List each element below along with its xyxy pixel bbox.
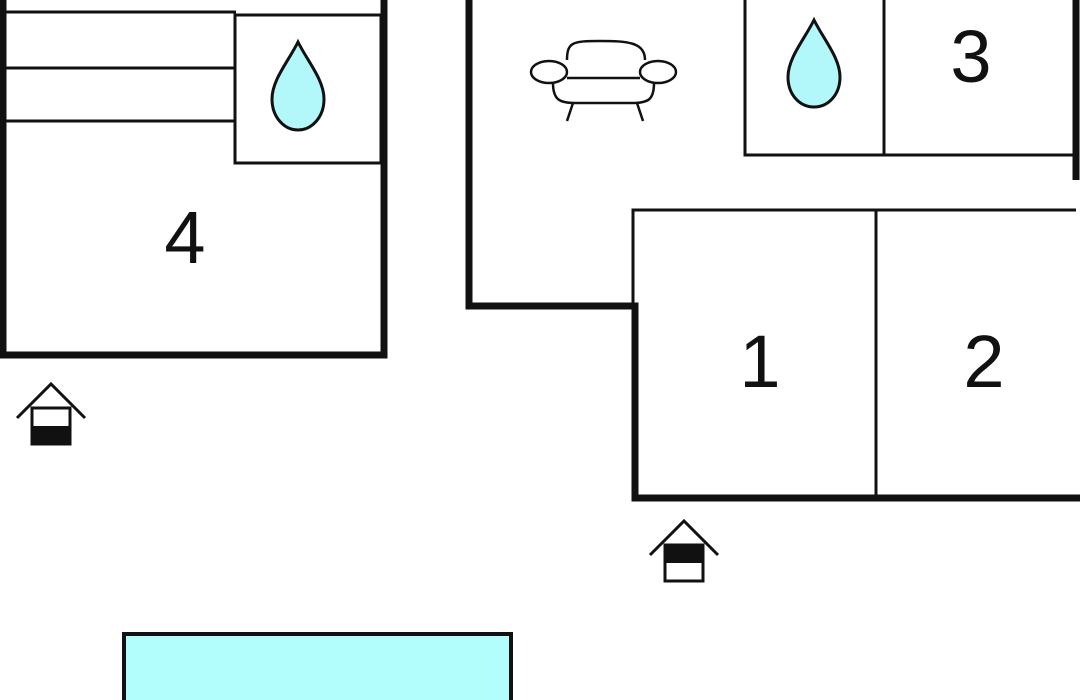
- rooms-1-2-top-wall: [631, 208, 1076, 306]
- house-entrance-icon: [15, 381, 87, 446]
- room-number-4: 4: [164, 196, 205, 279]
- room-number-2: 2: [963, 320, 1004, 403]
- bathroom-left: [233, 13, 383, 165]
- house-entrance-icon: [648, 518, 720, 583]
- room-number-1: 1: [739, 320, 780, 403]
- room-3-block-outline: [743, 0, 1074, 157]
- left-building-outer-wall: [0, 0, 388, 359]
- sofa-icon: [529, 39, 678, 122]
- right-building-outer-wall: [465, 0, 1080, 502]
- water-drop-icon: [270, 38, 326, 132]
- right-building: 3 1 2: [465, 0, 1080, 502]
- pool: [122, 632, 513, 700]
- room-number-3: 3: [950, 15, 991, 98]
- water-drop-icon: [786, 16, 842, 109]
- left-building: 4: [0, 0, 388, 359]
